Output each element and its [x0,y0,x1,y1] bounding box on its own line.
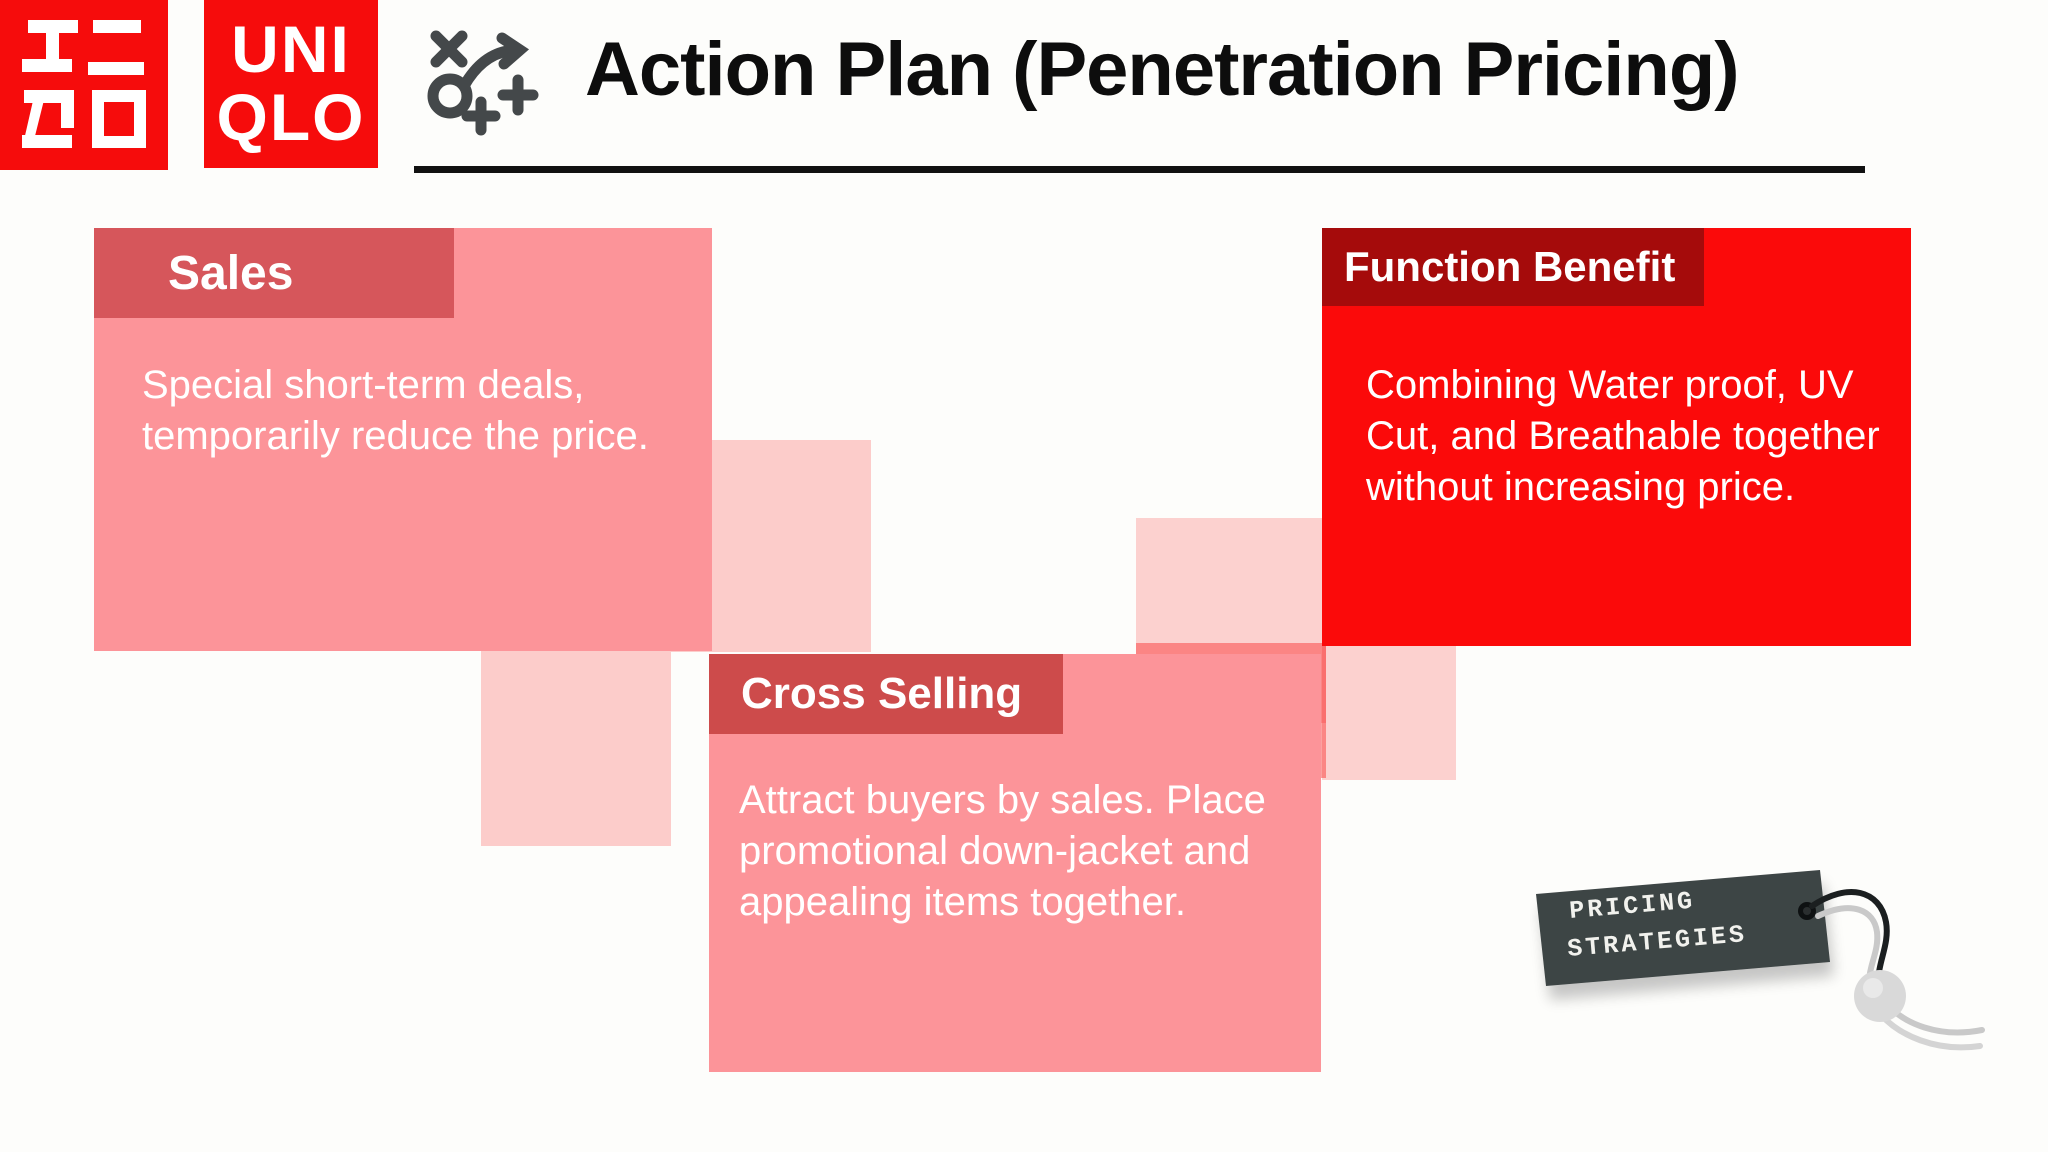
decorative-square [1322,646,1456,780]
header-divider [414,166,1865,173]
card-cross-selling-header: Cross Selling [709,654,1063,734]
svg-text:UNI: UNI [231,12,351,86]
page-title: Action Plan (Penetration Pricing) [585,27,1740,112]
card-function-benefit-header: Function Benefit [1322,228,1704,306]
card-sales-header: Sales [94,228,454,318]
card-cross-selling-heading: Cross Selling [741,669,1023,718]
card-sales-heading: Sales [168,246,294,300]
strategy-tactics-icon [414,16,546,142]
pricing-strategies-tag-image: PRICING STRATEGIES [1530,840,2040,1090]
uniqlo-wordmark-logo: UNI QLO [204,0,378,168]
card-cross-selling-body: Attract buyers by sales. Place promotion… [739,778,1266,925]
card-sales-body: Special short-term deals, temporarily re… [142,363,649,459]
card-function-benefit-heading: Function Benefit [1344,243,1676,290]
uniqlo-katakana-logo [0,0,168,170]
decorative-square [481,640,671,846]
svg-text:QLO: QLO [217,80,366,154]
card-function-benefit-body: Combining Water proof, UV Cut, and Breat… [1366,363,1880,510]
